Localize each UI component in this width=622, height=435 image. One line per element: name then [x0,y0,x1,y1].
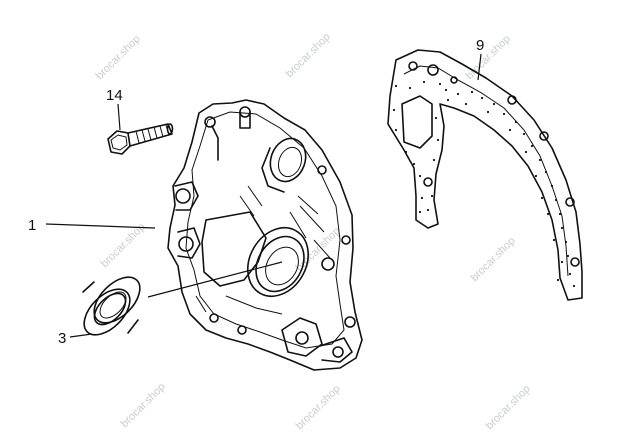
watermark-9: brocar.shop [484,383,533,432]
leader-9 [477,53,482,81]
callout-3: 3 [58,330,66,347]
callout-1: 1 [28,217,36,234]
leader-3 [69,333,93,338]
watermark-6: brocar.shop [469,235,518,284]
callouts: 1 3 9 14 [28,37,484,347]
watermark-4: brocar.shop [99,221,148,270]
watermark-5: brocar.shop [294,225,343,274]
callout-9: 9 [476,37,484,54]
gasket-perforations [392,80,576,288]
watermark-2: brocar.shop [284,31,333,80]
gasket-icon [387,49,583,301]
watermark-1: brocar.shop [94,33,143,82]
watermark-7: brocar.shop [119,381,168,430]
watermark-8: brocar.shop [294,383,343,432]
leader-seal-to-bore [147,261,283,298]
callout-14: 14 [106,87,123,104]
leader-lines [45,53,482,338]
leader-14 [117,103,121,131]
bolt-icon [107,123,174,155]
leader-1 [45,223,156,229]
flange-cover-icon [167,99,363,371]
watermarks: brocar.shop brocar.shop brocar.shop broc… [94,31,533,432]
oil-seal-icon [82,276,141,336]
watermark-3: brocar.shop [464,33,513,82]
